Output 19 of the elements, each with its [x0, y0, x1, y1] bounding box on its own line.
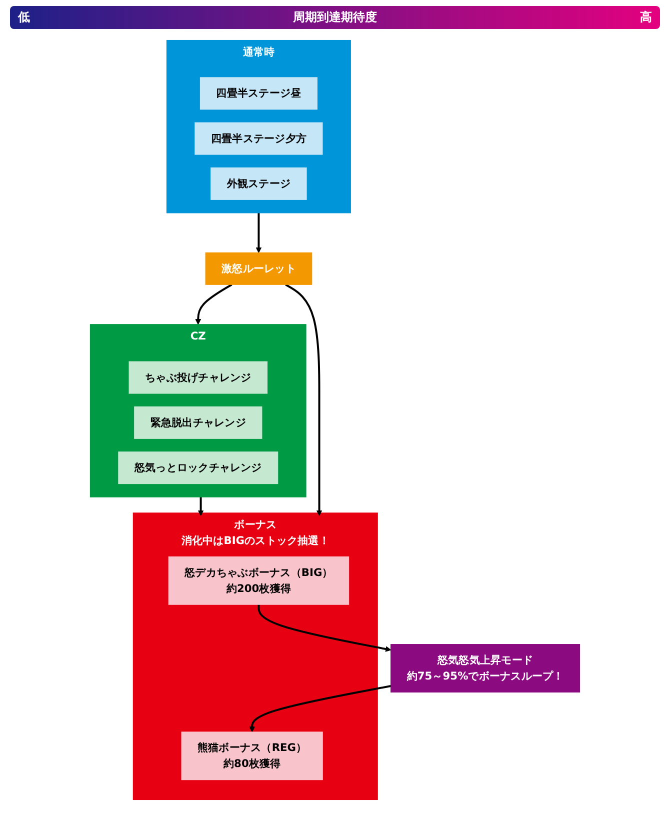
high-label: 高 [640, 9, 652, 26]
arrow [258, 604, 392, 652]
node-box: 怒気っとロックチャレンジ [118, 452, 278, 484]
node-box: ちゃぶ投げチャレンジ [128, 361, 268, 394]
low-label: 低 [18, 9, 30, 26]
node-box: 激怒ルーレット [205, 252, 312, 285]
node-box: 外観ステージ [210, 167, 307, 200]
node-box: 怒デカちゃぶボーナス（BIG） 約200枚獲得 [168, 556, 350, 605]
node-box: 怒気怒気上昇モード 約75～95%でボーナスループ！ [390, 644, 580, 692]
arrow [195, 284, 232, 325]
node-box: 熊猫ボーナス（REG） 約80枚獲得 [181, 732, 323, 780]
arrow [249, 685, 392, 732]
arrow [198, 496, 204, 516]
node-box: 緊急脱出チャレンジ [134, 406, 262, 439]
arrow [256, 212, 262, 253]
scale-title: 周期到達期待度 [293, 9, 377, 26]
node-box: 四畳半ステージ昼 [200, 77, 318, 110]
node-box: 四畳半ステージ夕方 [194, 122, 323, 155]
arrow [285, 284, 322, 516]
